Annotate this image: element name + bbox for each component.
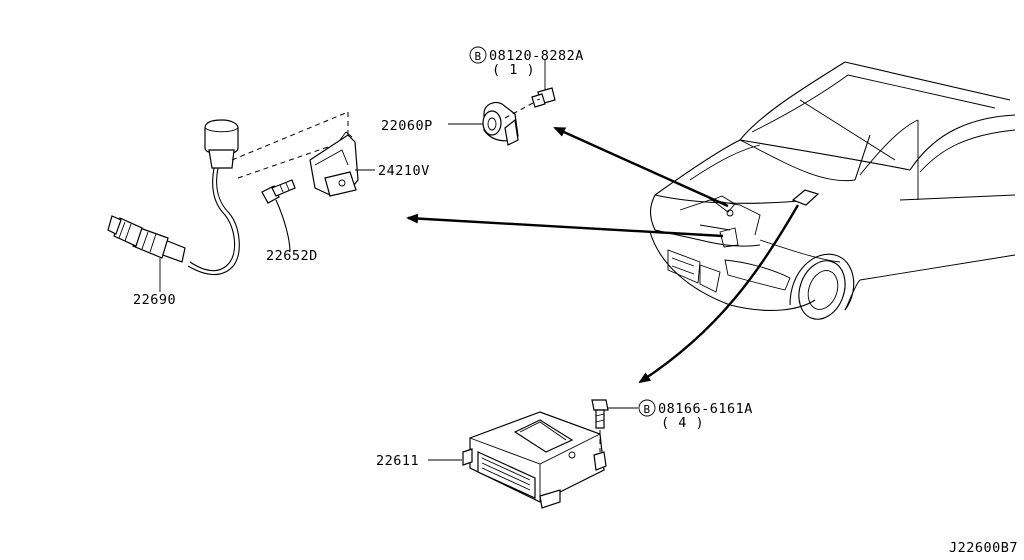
bolt-top-prefix-badge xyxy=(469,46,487,64)
diagram-id: J22600B7 xyxy=(949,540,1018,556)
knock-sensor-bolt-part xyxy=(504,60,556,119)
bolt-top-code-label: 08120-8282A xyxy=(489,48,584,64)
oxygen-sensor-part xyxy=(107,119,240,292)
oxygen-sensor-label: 22690 xyxy=(133,292,176,308)
ecu-label: 22611 xyxy=(376,453,419,469)
knock-sensor-part xyxy=(448,101,519,146)
bracket-label: 24210V xyxy=(378,163,430,179)
bolt-ecu-qty-label: ( 4 ) xyxy=(661,415,704,431)
ecu-bolt-part xyxy=(591,399,638,452)
bracket-part xyxy=(309,131,375,197)
bolt-ecu-prefix: B xyxy=(643,403,650,416)
bolt-top-prefix: B xyxy=(474,50,481,63)
bracket-bolt-part xyxy=(261,179,296,253)
bolt-ecu-prefix-badge xyxy=(638,399,656,417)
knock-sensor-label: 22060P xyxy=(381,118,433,134)
dashed-install-lines xyxy=(231,111,349,179)
callout-labels: B 08120-8282A ( 1 ) 22060P 24210V 22652D… xyxy=(133,46,1018,556)
location-arrows xyxy=(406,126,800,384)
bolt-top-qty-label: ( 1 ) xyxy=(492,62,535,78)
car-illustration xyxy=(649,61,1016,320)
bolt-ecu-code-label: 08166-6161A xyxy=(658,401,753,417)
ecu-part xyxy=(428,411,607,509)
bracket-bolt-label: 22652D xyxy=(266,248,318,264)
